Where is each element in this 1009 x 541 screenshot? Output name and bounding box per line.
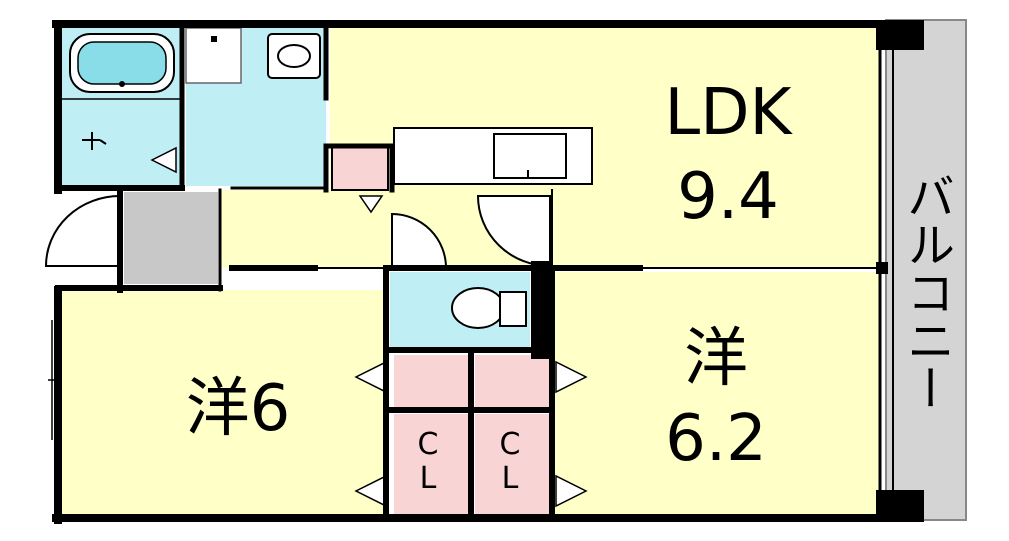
closet-2-l: L [502, 461, 519, 496]
ldk-room [330, 28, 880, 268]
kitchen-sink-icon [493, 133, 567, 179]
ldk-label: LDK [665, 76, 794, 150]
column-middle-right [876, 262, 888, 274]
balcony-label: バルコニー [898, 172, 954, 412]
closet-bottom-right [475, 414, 549, 514]
hallway [220, 190, 555, 268]
ldk-size: 9.4 [677, 160, 779, 234]
western-room-right [555, 272, 880, 515]
closet-top-right [475, 355, 549, 407]
closet-bottom-left [394, 414, 468, 514]
shower-icon [82, 132, 107, 150]
entrance-door [44, 194, 121, 267]
western-room-right-size: 6.2 [665, 402, 767, 476]
closet-top-left [394, 355, 468, 407]
balcony-area [885, 19, 967, 521]
western-room-left [60, 290, 386, 515]
western-room-left-label: 洋6 [186, 372, 291, 446]
closet-2-c: C [500, 427, 521, 462]
toilet-icon [451, 287, 527, 329]
walls [52, 20, 904, 524]
closet-1-l: L [420, 461, 437, 496]
entrance-storage [124, 192, 218, 284]
western-room-right-label: 洋 [684, 322, 748, 396]
column-top-right [876, 20, 924, 50]
closet-1-c: C [418, 427, 439, 462]
column-bottom-right [876, 490, 924, 522]
pantry-storage [331, 145, 389, 191]
